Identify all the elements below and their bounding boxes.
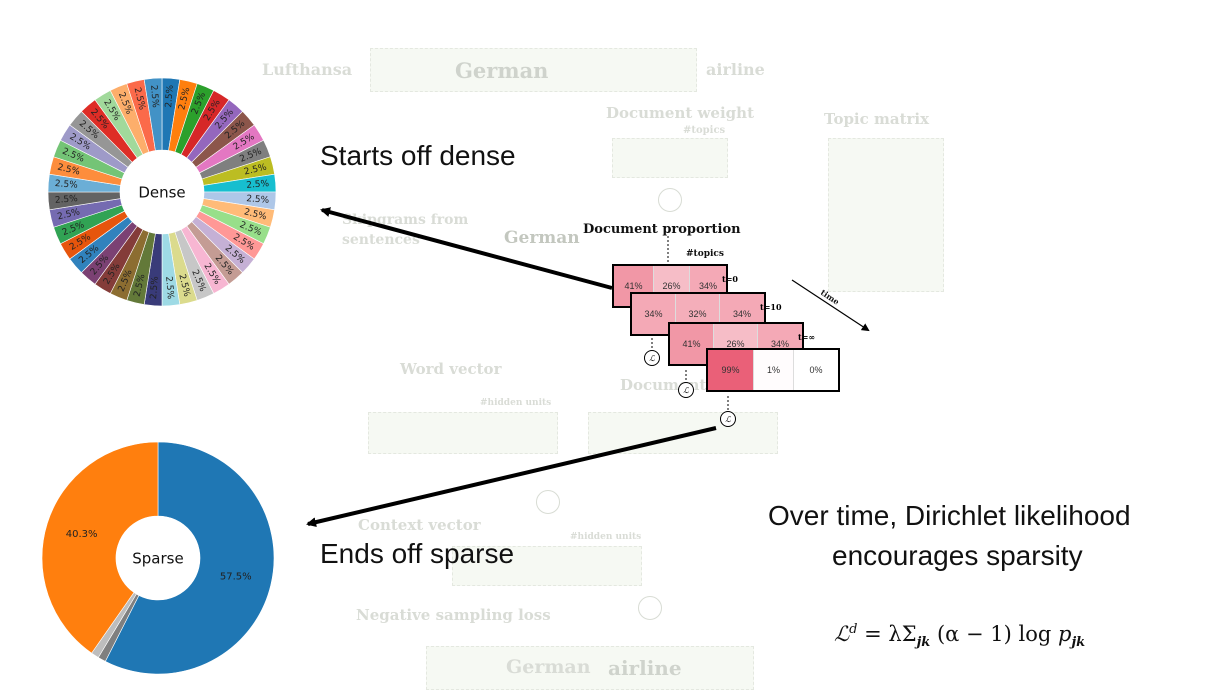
pie-slice-label: 2.5%: [149, 276, 161, 300]
pie-center-label: Sparse: [132, 550, 183, 568]
pie-slice-label: 2.5%: [148, 85, 160, 109]
bg-word-vector-box: [368, 412, 558, 454]
loss-circle-icon-2: ℒ: [678, 382, 694, 398]
bg-row-bottom-box: [426, 646, 754, 690]
formula-eq: = λΣ: [857, 622, 917, 646]
bg-context-vector: Context vector: [358, 516, 481, 534]
pie-slice-label: 2.5%: [246, 194, 270, 206]
bg-word-vector: Word vector: [400, 360, 502, 378]
formula-sup: d: [849, 622, 858, 637]
bg-doc-vector-box: [588, 412, 778, 454]
sparse-arrow: [306, 426, 717, 528]
formula-p: p: [1057, 622, 1072, 646]
bg-loss-circle: [638, 596, 662, 620]
pie-center-hole: [116, 516, 200, 600]
pie-slice-label: 2.5%: [164, 84, 176, 108]
loss-circle-icon-1: ℒ: [644, 350, 660, 366]
formula-sub-1: jk: [916, 635, 931, 651]
dense-caption: Starts off dense: [320, 140, 516, 171]
bg-row-top-box: [370, 48, 697, 92]
bg-normalize-circle: [658, 188, 682, 212]
bg-sum-circle: [536, 490, 560, 514]
time-arrow: [791, 279, 870, 332]
bg-row-top-word: German: [455, 58, 549, 83]
bg-row-bottom-word: German: [506, 656, 591, 678]
pie-slice-label: 2.5%: [55, 194, 79, 206]
formula-lhs: ℒ: [834, 622, 850, 646]
time-step-label: t=∞: [798, 332, 816, 342]
dirichlet-caption-line2: encourages sparsity: [832, 540, 1083, 571]
sparse-caption: Ends off sparse: [320, 538, 515, 569]
pie-slice-label: 2.5%: [54, 179, 78, 191]
dirichlet-formula: ℒd = λΣjk (α − 1) log pjk: [834, 622, 1085, 650]
time-step-label: t=0: [722, 274, 738, 284]
bg-topic-matrix: Topic matrix: [824, 110, 930, 128]
formula-middle: (α − 1) log: [930, 622, 1058, 646]
time-step-label: t=10: [760, 302, 782, 312]
bg-hidden-units: #hidden units: [480, 398, 552, 408]
pie-slice-label: 40.3%: [66, 529, 98, 540]
pie-center-label: Dense: [138, 184, 185, 202]
loss-circle-icon-3: ℒ: [720, 411, 736, 427]
bg-context-vector-box: [452, 546, 642, 586]
pie-slice-label: 57.5%: [220, 572, 252, 583]
bg-topics-small: #topics: [683, 125, 726, 136]
topics-label: #topics: [686, 249, 724, 259]
bg-row-top-left: Lufthansa: [262, 60, 353, 79]
pie-slice-label: 2.5%: [163, 276, 175, 300]
bg-german: German: [504, 228, 580, 248]
formula-sub-2: jk: [1071, 635, 1086, 651]
proportion-strip: 41%26%34%: [668, 322, 804, 366]
bg-hidden-units-2: #hidden units: [570, 532, 642, 542]
proportion-cell: 99%: [708, 350, 754, 390]
document-proportion-label: Document proportion: [583, 222, 741, 237]
bg-doc-weight-box: [612, 138, 728, 178]
bg-negative-sampling: Negative sampling loss: [356, 606, 551, 624]
bg-row-top-right: airline: [706, 60, 765, 79]
proportion-strip: 99%1%0%: [706, 348, 840, 392]
pie-center-hole: [120, 150, 204, 234]
bg-sentences: sentences: [342, 232, 420, 248]
proportion-cell: 1%: [754, 350, 794, 390]
bg-topic-matrix-box: [828, 138, 944, 292]
bg-document-weight: Document weight: [606, 104, 755, 122]
sparse-pie-chart: 57.5% 40.3% Sparse: [41, 441, 275, 675]
bg-row-bottom-word2: airline: [608, 656, 682, 680]
pie-slice-label: 2.5%: [246, 179, 270, 191]
proportion-cell: 0%: [794, 350, 838, 390]
dense-pie-chart: 2.5%2.5%2.5%2.5%2.5%2.5%2.5%2.5%2.5%2.5%…: [47, 77, 277, 307]
dense-arrow: [320, 207, 613, 290]
dirichlet-caption-line1: Over time, Dirichlet likelihood: [768, 500, 1131, 531]
